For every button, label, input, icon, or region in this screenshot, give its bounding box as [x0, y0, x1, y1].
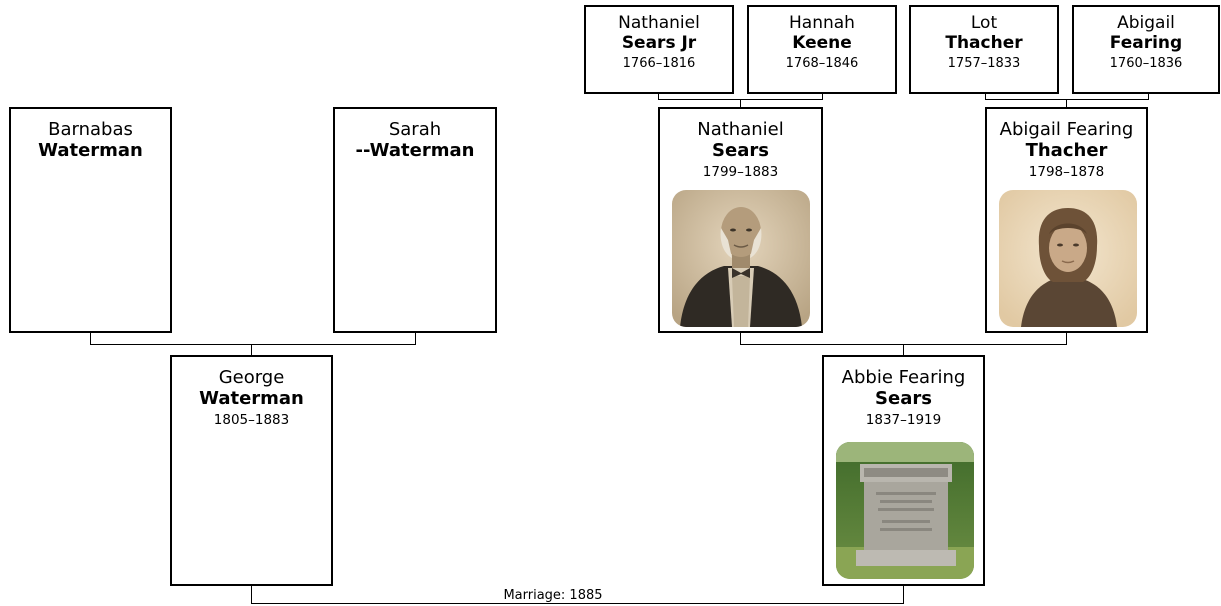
person-first-name: Nathaniel — [618, 13, 700, 33]
person-last-name: Thacher — [945, 33, 1023, 54]
person-first-name: Lot — [970, 13, 998, 33]
person-last-name: Thacher — [1025, 140, 1108, 162]
person-box-abbie-fearing-sears[interactable]: Abbie Fearing Sears 1837–1919 — [822, 355, 985, 586]
connector — [1066, 331, 1067, 345]
person-last-name: Waterman — [199, 388, 304, 410]
person-dates: 1757–1833 — [947, 56, 1021, 72]
person-first-name: Barnabas — [48, 119, 133, 140]
person-last-name: Keene — [792, 33, 852, 54]
person-first-name: Abigail Fearing — [999, 119, 1134, 140]
person-first-name: Nathaniel — [697, 119, 784, 140]
person-box-george-waterman[interactable]: George Waterman 1805–1883 — [170, 355, 333, 586]
connector — [415, 331, 416, 345]
person-box-lot-thacher[interactable]: Lot Thacher 1757–1833 — [909, 5, 1059, 94]
person-first-name: Hannah — [789, 13, 855, 33]
connector — [903, 344, 904, 356]
person-dates: 1805–1883 — [213, 412, 290, 429]
connector — [740, 331, 741, 345]
marriage-connector — [903, 584, 904, 604]
marriage-label: Marriage: 1885 — [478, 588, 628, 603]
person-dates: 1766–1816 — [622, 56, 696, 72]
portrait-photo — [672, 190, 810, 327]
person-box-nathaniel-sears-jr[interactable]: Nathaniel Sears Jr 1766–1816 — [584, 5, 734, 94]
person-box-barnabas-waterman[interactable]: Barnabas Waterman — [9, 107, 172, 333]
connector — [1148, 92, 1149, 100]
person-box-nathaniel-sears[interactable]: Nathaniel Sears 1799–1883 — [658, 107, 823, 333]
person-first-name: Sarah — [388, 119, 442, 140]
person-dates: 1798–1878 — [1028, 164, 1105, 181]
person-last-name: --Waterman — [355, 140, 475, 162]
connector — [822, 92, 823, 100]
person-box-abigail-fearing-thacher[interactable]: Abigail Fearing Thacher 1798–1878 — [985, 107, 1148, 333]
connector — [1066, 99, 1067, 107]
connector — [90, 331, 91, 345]
connector — [985, 99, 1149, 100]
connector — [740, 99, 741, 107]
marriage-connector — [251, 603, 904, 604]
person-first-name: Abigail — [1117, 13, 1175, 33]
person-first-name: George — [218, 367, 285, 388]
connector — [90, 344, 416, 345]
person-last-name: Sears — [875, 388, 932, 410]
person-dates: 1799–1883 — [702, 164, 779, 181]
person-box-abigail-fearing[interactable]: Abigail Fearing 1760–1836 — [1072, 5, 1220, 94]
connector — [251, 344, 252, 356]
person-last-name: Fearing — [1109, 33, 1183, 54]
person-dates: 1837–1919 — [865, 412, 942, 429]
connector — [985, 92, 986, 100]
person-last-name: Sears Jr — [621, 33, 697, 54]
person-first-name: Abbie Fearing — [841, 367, 966, 388]
person-dates: 1768–1846 — [785, 56, 859, 72]
person-box-sarah-waterman[interactable]: Sarah --Waterman — [333, 107, 497, 333]
person-last-name: Sears — [712, 140, 769, 162]
person-box-hannah-keene[interactable]: Hannah Keene 1768–1846 — [747, 5, 897, 94]
portrait-photo — [999, 190, 1137, 327]
marriage-connector — [251, 584, 252, 604]
gravestone-photo — [836, 442, 974, 579]
person-last-name: Waterman — [38, 140, 143, 162]
person-dates: 1760–1836 — [1109, 56, 1183, 72]
connector — [658, 92, 659, 100]
